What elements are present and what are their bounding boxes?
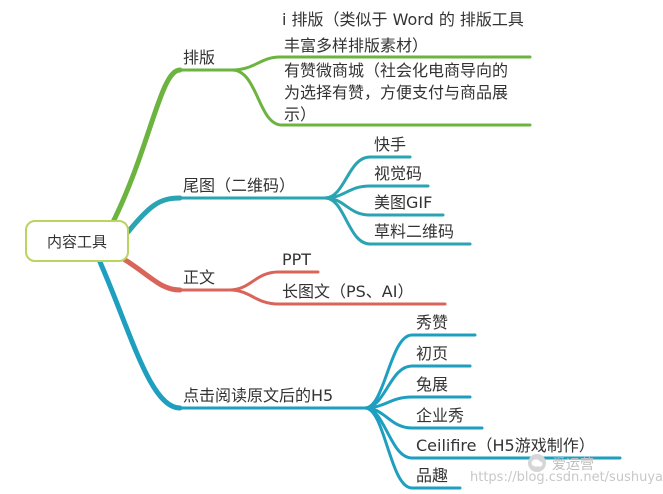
node-ceilifire: Ceilifire（H5游戏制作） (416, 436, 595, 455)
node-shijuema: 视觉码 (374, 164, 423, 183)
root-label: 内容工具 (46, 232, 107, 251)
link-root-zhengwen (119, 255, 183, 293)
root-node: 内容工具 (25, 220, 129, 262)
watermark-url: https://blog.csdn.net/sushuyan (470, 470, 663, 485)
link-root-h5 (97, 259, 183, 411)
node-youzan: 有赞微商城（社会化电商导向的为选择有赞，方便支付与商品展示） (284, 61, 509, 124)
node-chuye: 初页 (416, 344, 449, 363)
link-paiban-youzan (230, 68, 532, 127)
branch-zhengwen-label: 正文 (183, 268, 216, 287)
branch-h5-label: 点击阅读原文后的H5 (183, 386, 334, 405)
link-zhengwen-changtuwen (228, 288, 447, 306)
node-xiuzan: 秀赞 (416, 313, 449, 332)
node-pinqu: 品趣 (416, 466, 449, 485)
node-caoliao: 草料二维码 (374, 222, 455, 241)
link-weitu-caoliao (323, 196, 472, 246)
node-tuzhan: 兔展 (416, 375, 449, 394)
node-sucai: 丰富多样排版素材） (284, 36, 429, 55)
node-ppt: PPT (282, 250, 312, 269)
node-qiyexiu: 企业秀 (416, 406, 465, 425)
node-kuaishou: 快手 (374, 135, 407, 154)
watermark-logo-icon (528, 454, 546, 472)
link-root-weitu (125, 195, 183, 235)
link-paiban-ipaiban (230, 55, 532, 72)
link-h5-pinqu (363, 406, 462, 490)
node-changtuwen: 长图文（PS、AI） (282, 282, 414, 301)
branch-weitu-label: 尾图（二维码） (183, 176, 296, 195)
branch-paiban-label: 排版 (183, 48, 216, 67)
watermark-brand: 爱运营 (552, 457, 594, 473)
node-meitugif: 美图GIF (374, 193, 433, 212)
node-ipaiban: i 排版（类似于 Word 的 排版工具 (282, 10, 524, 29)
link-root-paiban (107, 67, 183, 231)
